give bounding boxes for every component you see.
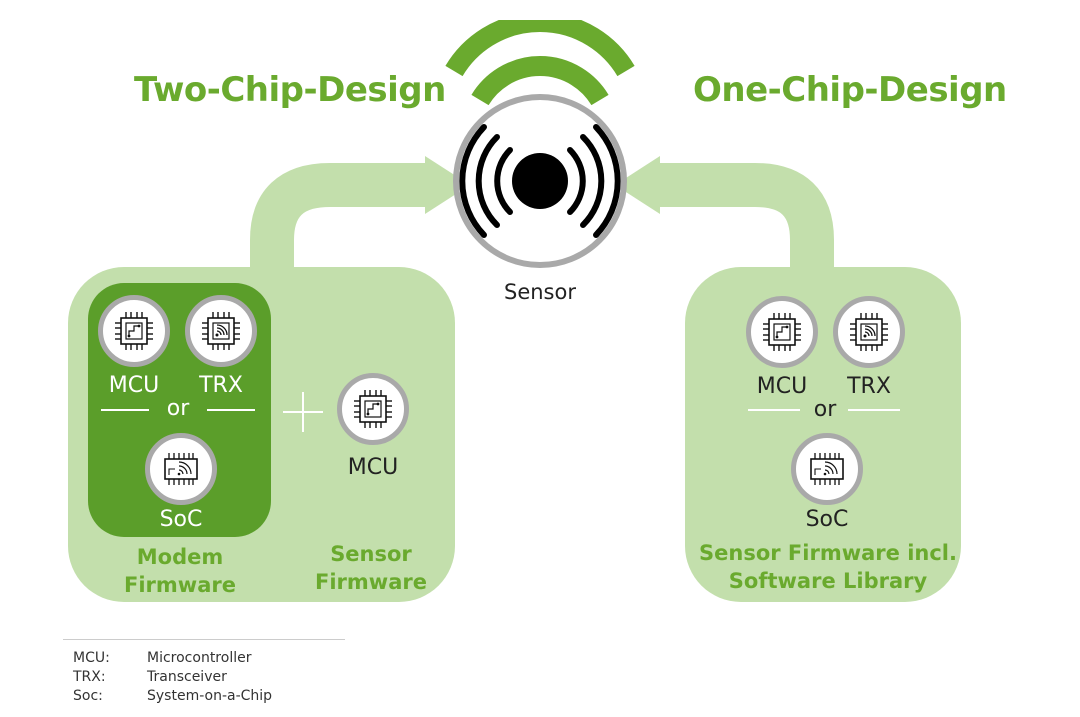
left-arrowhead-icon (425, 156, 470, 214)
sensor-label: Sensor (504, 280, 576, 304)
modem-soc-label: SoC (159, 507, 203, 532)
one-chip-caption-line2: Software Library (728, 569, 928, 593)
modem-caption-line1: Modem (136, 545, 224, 569)
mcu-chip-icon (746, 296, 818, 368)
plus-icon (283, 392, 323, 432)
legend-abbr: TRX: (73, 669, 106, 685)
divider-line (207, 409, 255, 411)
left-arrow-icon (250, 163, 425, 270)
sensor-core (512, 153, 568, 209)
legend-abbr: MCU: (73, 650, 110, 666)
modem-mcu-label: MCU (108, 373, 160, 398)
modem-trx-label: TRX (199, 373, 243, 398)
two-chip-title: Two-Chip-Design (134, 70, 446, 110)
legend-abbr: Soc: (73, 688, 103, 704)
one-chip-or-label: or (813, 397, 837, 422)
one-chip-title: One-Chip-Design (693, 70, 1007, 110)
legend-text: Transceiver (147, 669, 227, 685)
one-chip-soc-label: SoC (805, 507, 849, 532)
modem-caption-line2: Firmware (124, 573, 236, 597)
wifi-wave-middle (471, 56, 609, 106)
trx-chip-icon (833, 296, 905, 368)
divider-line (101, 409, 149, 411)
one-chip-caption-line1: Sensor Firmware incl. (699, 541, 957, 565)
legend-text: System-on-a-Chip (147, 688, 273, 704)
sensor-mcu-label: MCU (347, 455, 399, 480)
sensor-caption-line2: Firmware (315, 570, 427, 594)
one-chip-trx-label: TRX (847, 374, 891, 399)
right-arrow-icon (660, 163, 834, 270)
sensor-icon (445, 20, 635, 268)
sensor-firmware-caption: Sensor Firmware (301, 540, 441, 596)
soc-chip-icon (791, 433, 863, 505)
mcu-chip-icon (98, 295, 170, 367)
legend-text: Microcontroller (147, 650, 252, 666)
wifi-wave-outer (445, 20, 635, 77)
divider-line (748, 409, 800, 411)
one-chip-caption: Sensor Firmware incl. Software Library (693, 539, 963, 595)
divider-line (848, 409, 900, 411)
soc-chip-icon (145, 433, 217, 505)
legend-divider (63, 639, 345, 640)
modem-or-label: or (166, 396, 190, 421)
right-arrowhead-icon (615, 156, 660, 214)
trx-chip-icon (185, 295, 257, 367)
modem-firmware-caption: Modem Firmware (110, 543, 250, 599)
one-chip-mcu-label: MCU (756, 374, 808, 399)
sensor-caption-line1: Sensor (330, 542, 412, 566)
mcu-chip-icon (337, 373, 409, 445)
